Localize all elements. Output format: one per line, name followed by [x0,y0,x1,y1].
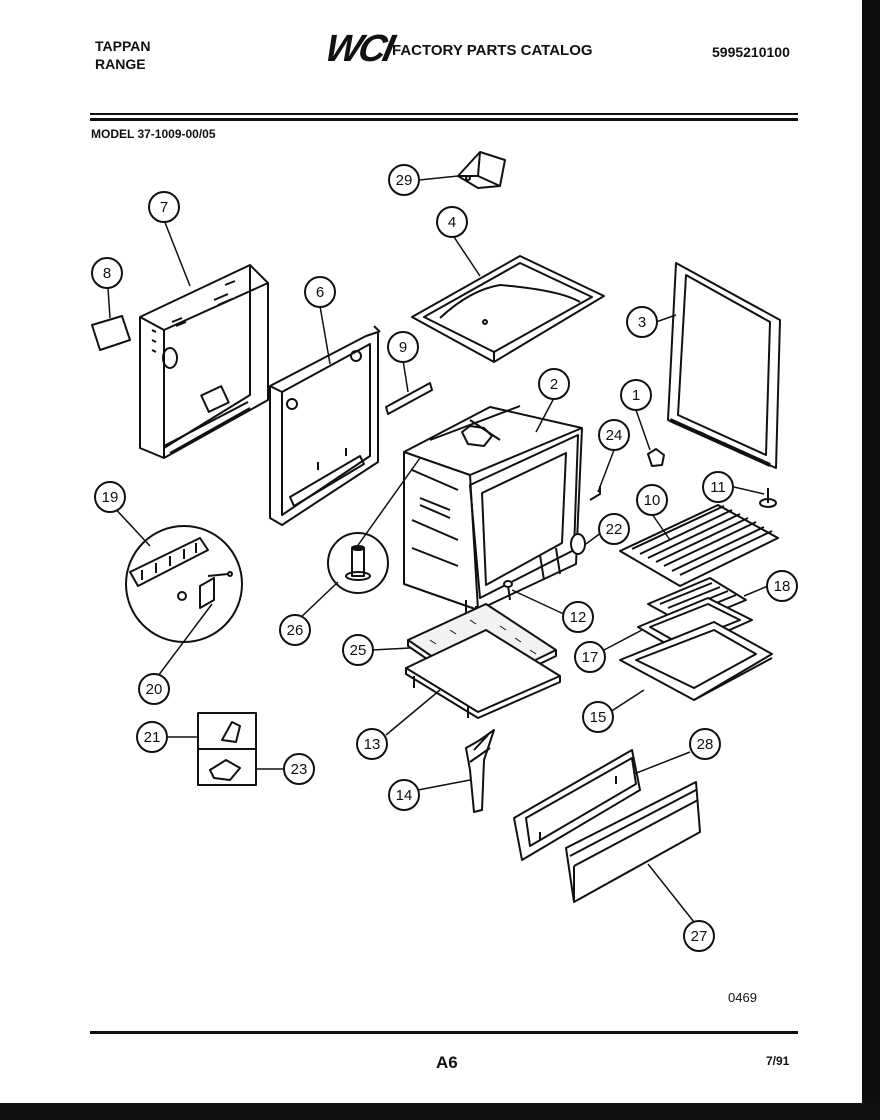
part-15-drawer-tray [619,621,773,701]
footer-rule [90,1031,798,1034]
header-rule-thick [90,118,798,121]
callout-2: 2 [550,376,558,393]
callout-6: 6 [316,284,324,301]
callout-4: 4 [448,214,456,231]
callout-19: 19 [102,489,119,506]
part-29-bracket [457,151,506,189]
callout-7: 7 [160,199,168,216]
part-23-clip-box [197,748,257,786]
callout-21: 21 [144,729,161,746]
callout-3: 3 [638,314,646,331]
date-code: 7/91 [766,1054,790,1068]
callout-26: 26 [287,622,304,639]
callout-numbers: 29 4 3 7 8 6 9 1 2 24 10 11 12 22 18 17 … [102,172,791,945]
part-26-inset [327,532,389,594]
callout-9: 9 [399,339,407,356]
part-6-inner-panel [269,325,381,526]
callout-24: 24 [606,427,623,444]
callout-14: 14 [396,787,413,804]
part-1-knob [647,448,665,467]
callout-27: 27 [691,928,708,945]
part-3-door-frame [667,262,781,469]
part-22-clip [570,533,586,555]
header-rule-thin [90,113,798,115]
callout-15: 15 [590,709,607,726]
part-12-pin [503,580,513,601]
catalog-title: FACTORY PARTS CATALOG [392,42,593,59]
callout-1: 1 [632,387,640,404]
part-14-hinge [465,729,495,813]
part-28-door-panel [513,749,641,861]
catalog-number: 5995210100 [712,44,790,60]
callout-circles [91,164,798,952]
part-2-oven-body [403,405,583,640]
callout-11: 11 [710,479,726,496]
brand-name: TAPPAN [95,38,151,54]
callout-28: 28 [697,736,714,753]
part-11-leveler [759,488,777,508]
callout-13: 13 [364,736,381,753]
callout-12: 12 [570,609,587,626]
callout-29: 29 [396,172,413,189]
callout-8: 8 [103,265,111,282]
part-24-rod [589,486,601,501]
part-9-strip [385,382,433,415]
part-13-bottom-plate [405,629,561,719]
part-7-rear-panel [139,264,269,459]
callout-22: 22 [606,521,623,538]
part-4-cooktop [411,255,605,363]
scan-edge-right [862,0,880,1120]
model-number: MODEL 37-1009-00/05 [91,127,216,141]
callout-18: 18 [774,578,791,595]
product-type: RANGE [95,56,146,72]
part-8-plate [91,315,131,351]
callout-17: 17 [582,649,599,666]
scan-edge-bottom [0,1103,880,1120]
callout-10: 10 [644,492,661,509]
inset-detail-circle [125,525,243,643]
part-10-oven-rack [619,504,779,587]
leader-lines [107,175,769,923]
callout-20: 20 [146,681,163,698]
part-21-clip-box [197,712,257,750]
callout-23: 23 [291,761,308,778]
callout-25: 25 [350,642,367,659]
page-code: A6 [436,1053,458,1072]
part-27-drawer-front [565,781,701,903]
drawing-number: 0469 [728,990,757,1005]
